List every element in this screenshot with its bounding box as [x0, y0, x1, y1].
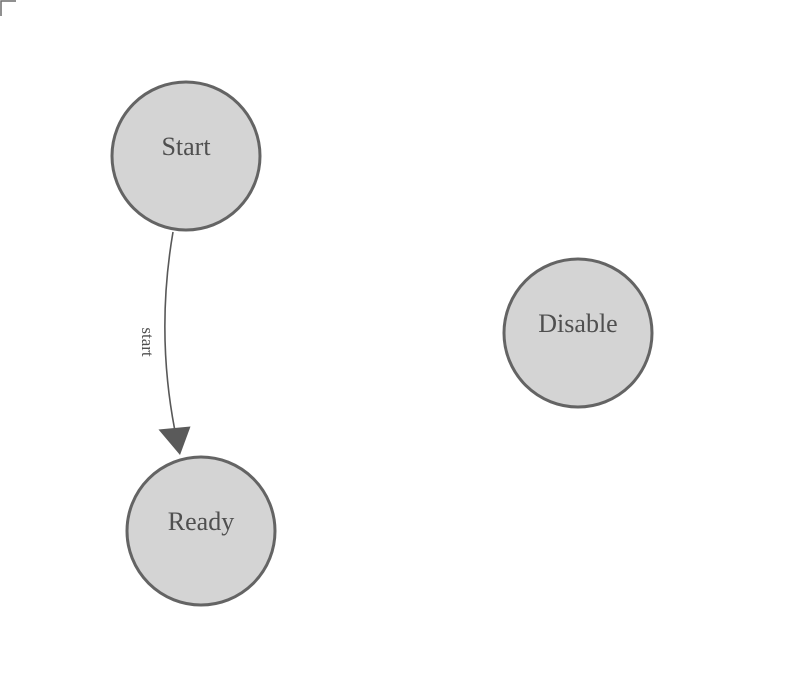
state-node-disable-label: Disable: [538, 309, 617, 338]
state-node-ready-label: Ready: [168, 507, 234, 536]
transition-path[interactable]: [164, 231, 176, 429]
state-node-ready: Ready: [125, 455, 277, 607]
canvas-corner-mark: [0, 0, 16, 16]
transition-edge-start-to-ready: start: [138, 231, 191, 455]
transition-label: start: [138, 327, 157, 357]
state-node-start-label: Start: [161, 132, 211, 161]
state-node-ready-circle[interactable]: [125, 455, 277, 607]
state-node-disable-circle[interactable]: [502, 257, 654, 409]
state-node-start-circle[interactable]: [110, 80, 262, 232]
arrowhead-icon: [158, 426, 191, 455]
state-node-disable: Disable: [502, 257, 654, 409]
state-node-start: Start: [110, 80, 262, 232]
